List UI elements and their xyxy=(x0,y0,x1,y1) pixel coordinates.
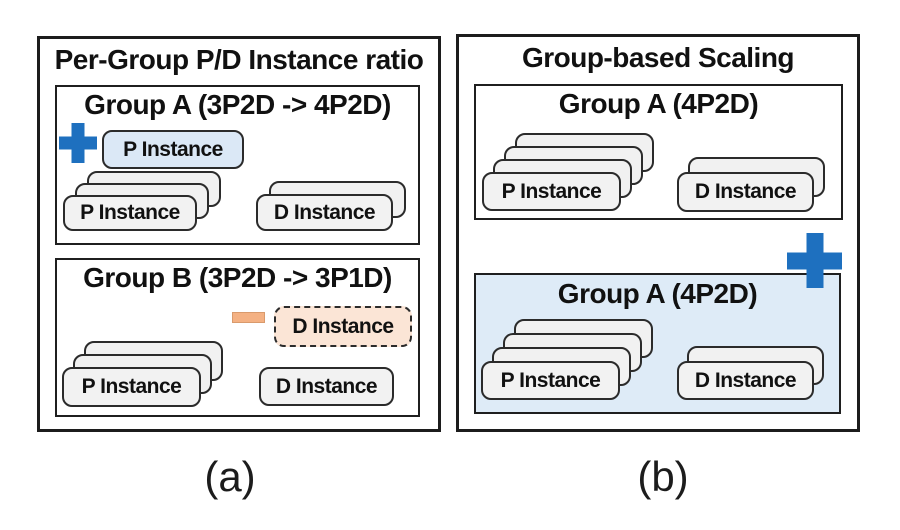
d-instance-card: D Instance xyxy=(256,194,393,231)
group-a-added-box: Group A (4P2D) P Instance D Instance xyxy=(474,273,841,414)
group-a-added-title: Group A (4P2D) xyxy=(557,278,758,309)
caption-b: (b) xyxy=(637,453,689,500)
per-group-ratio-panel: Per-Group P/D Instance ratio Group A (3P… xyxy=(37,36,441,432)
group-b-title: Group B (3P2D -> 3P1D) xyxy=(83,262,392,293)
plus-icon xyxy=(59,123,97,163)
p-instance-card: P Instance xyxy=(63,195,197,231)
minus-icon xyxy=(232,312,265,323)
p-instance-card: P Instance xyxy=(482,172,621,211)
d-instance-card: D Instance xyxy=(677,361,814,400)
panel-a-title: Per-Group P/D Instance ratio xyxy=(54,44,424,75)
p-instance-card: P Instance xyxy=(62,367,201,407)
d-instance-card: D Instance xyxy=(259,367,394,406)
plus-icon-vertical-bar xyxy=(806,233,823,288)
group-a-top-box: Group A (4P2D) P Instance D Instance xyxy=(474,84,843,220)
group-based-scaling-panel: Group-based Scaling Group A (4P2D) P Ins… xyxy=(456,34,860,432)
removed-d-instance-card: D Instance xyxy=(274,306,412,347)
caption-a: (a) xyxy=(204,453,256,500)
group-b-box: Group B (3P2D -> 3P1D) D Instance P Inst… xyxy=(55,258,420,417)
panel-b-title: Group-based Scaling xyxy=(521,42,795,73)
added-p-instance-card: P Instance xyxy=(102,130,244,169)
plus-icon xyxy=(787,233,842,288)
p-instance-card: P Instance xyxy=(481,361,620,400)
plus-icon-vertical-bar xyxy=(71,123,85,163)
group-a-top-title: Group A (4P2D) xyxy=(558,88,759,119)
group-a-title: Group A (3P2D -> 4P2D) xyxy=(84,89,391,120)
d-instance-card: D Instance xyxy=(677,172,814,212)
group-a-box: Group A (3P2D -> 4P2D) P Instance P Inst… xyxy=(55,85,420,245)
